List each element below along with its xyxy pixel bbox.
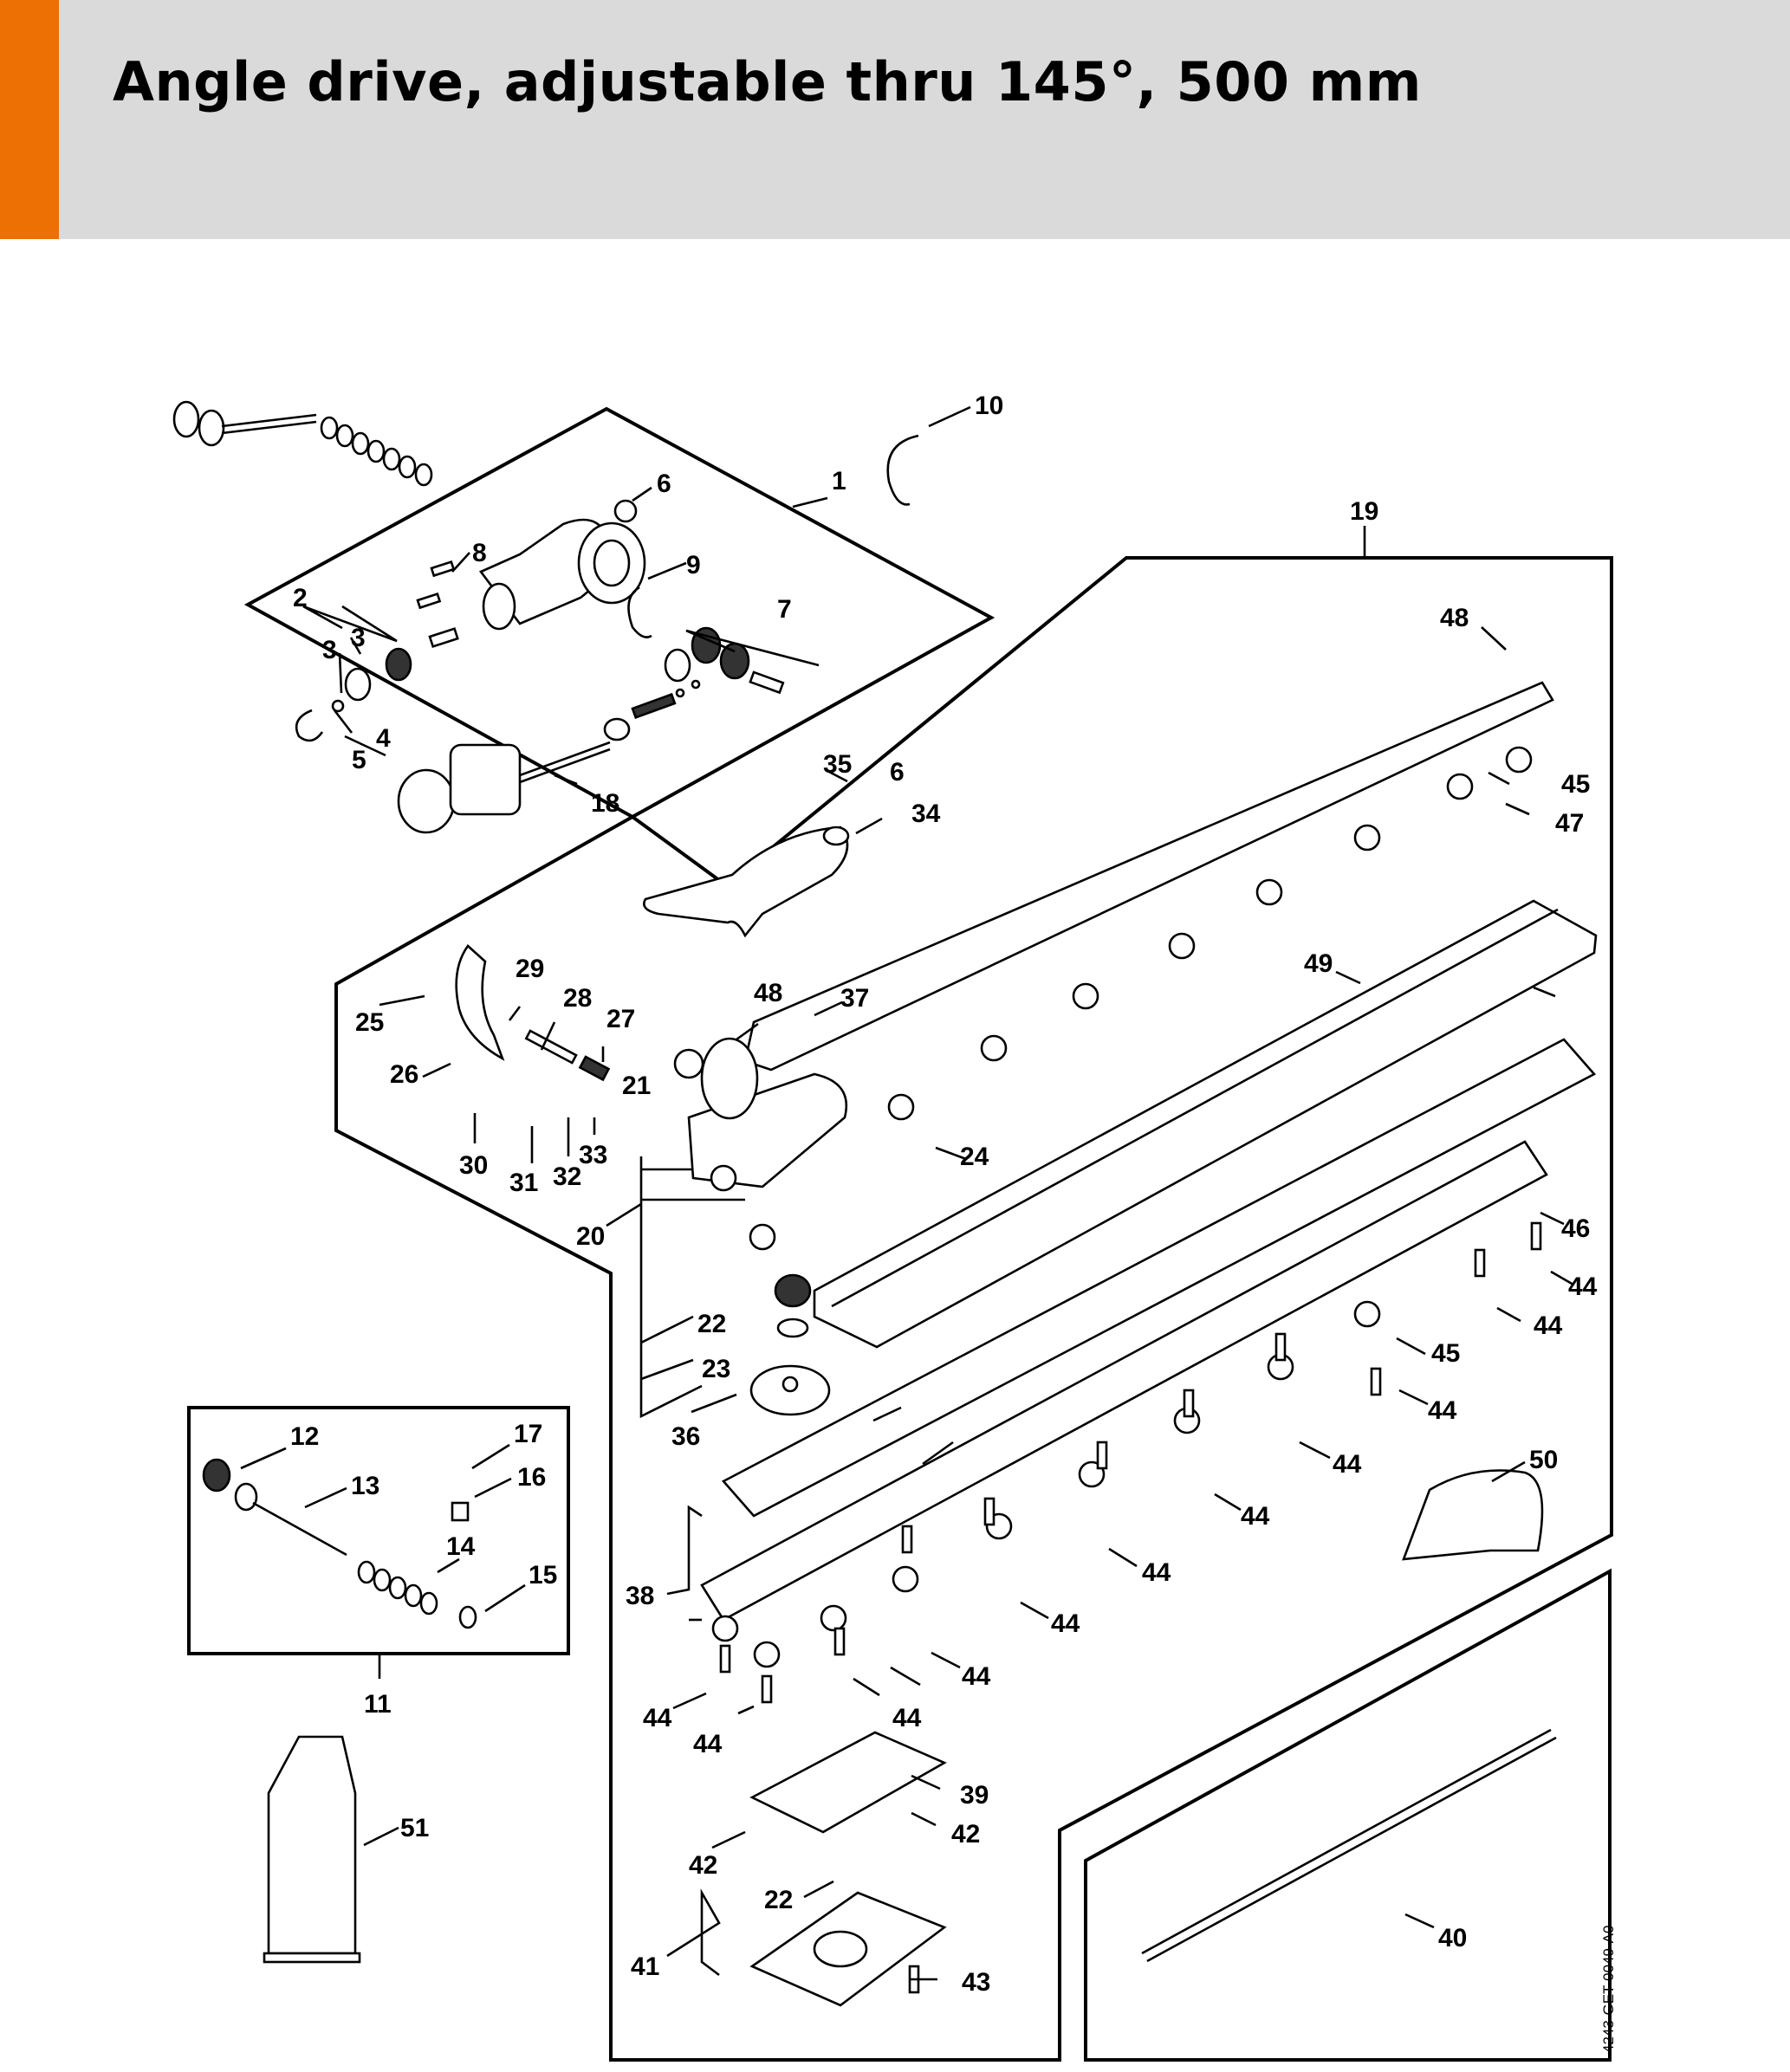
callout-44f: 44 bbox=[1142, 1558, 1171, 1587]
callout-3: 3 bbox=[351, 624, 366, 652]
callout-44i: 44 bbox=[643, 1704, 672, 1732]
drive-shaft-assembly bbox=[172, 400, 433, 487]
callout-47: 47 bbox=[1555, 809, 1584, 838]
callout-44k: 44 bbox=[693, 1730, 723, 1758]
circlip-10 bbox=[886, 434, 919, 506]
callout-22b: 22 bbox=[764, 1886, 793, 1914]
callout-27: 27 bbox=[606, 1005, 635, 1033]
callout-44g: 44 bbox=[1051, 1609, 1080, 1638]
callout-44h: 44 bbox=[962, 1662, 991, 1691]
callout-42a: 42 bbox=[951, 1820, 980, 1849]
callout-39: 39 bbox=[960, 1781, 989, 1810]
callout-12: 12 bbox=[290, 1422, 319, 1451]
callout-17: 17 bbox=[514, 1420, 542, 1448]
callout-20: 20 bbox=[576, 1222, 605, 1251]
callout-3b: 3 bbox=[322, 636, 337, 664]
callout-35: 35 bbox=[823, 750, 852, 779]
callout-45: 45 bbox=[1561, 770, 1590, 799]
callout-50: 50 bbox=[1529, 1446, 1558, 1474]
callout-6b: 6 bbox=[890, 758, 905, 787]
callout-48: 48 bbox=[1440, 604, 1469, 632]
callout-1: 1 bbox=[832, 467, 846, 495]
callout-44d: 44 bbox=[1333, 1450, 1362, 1479]
callout-43: 43 bbox=[962, 1968, 990, 1997]
callout-14: 14 bbox=[446, 1532, 476, 1561]
callout-22: 22 bbox=[697, 1310, 726, 1338]
callout-9: 9 bbox=[686, 551, 701, 580]
document-id: 4243-GET-0049-A0 bbox=[1600, 1926, 1617, 2053]
callout-21: 21 bbox=[622, 1072, 651, 1100]
callout-6: 6 bbox=[657, 469, 671, 498]
callout-25: 25 bbox=[355, 1008, 384, 1037]
callout-30: 30 bbox=[459, 1151, 488, 1180]
gear-head-parts bbox=[295, 499, 785, 834]
callout-40: 40 bbox=[1438, 1924, 1467, 1952]
callout-44a: 44 bbox=[1568, 1272, 1598, 1301]
leader-lines bbox=[240, 405, 1574, 1981]
callout-38: 38 bbox=[626, 1582, 654, 1610]
page-title: Angle drive, adjustable thru 145°, 500 m… bbox=[113, 50, 1422, 113]
callout-37: 37 bbox=[840, 984, 869, 1013]
callout-16: 16 bbox=[517, 1463, 546, 1492]
callout-45b: 45 bbox=[1431, 1339, 1460, 1368]
callout-44e: 44 bbox=[1241, 1502, 1270, 1531]
callout-18: 18 bbox=[591, 789, 619, 818]
callout-48b: 48 bbox=[754, 979, 782, 1007]
callout-23: 23 bbox=[702, 1355, 730, 1383]
accent-stripe bbox=[0, 0, 59, 239]
callout-29: 29 bbox=[516, 955, 544, 983]
callout-labels: 1 10 6 8 9 7 2 3 3 4 5 18 19 48 35 6 34 … bbox=[290, 392, 1617, 2053]
callout-44j: 44 bbox=[892, 1704, 922, 1732]
callout-26: 26 bbox=[390, 1060, 418, 1089]
callout-24: 24 bbox=[960, 1143, 989, 1171]
callout-33: 33 bbox=[579, 1141, 607, 1169]
callout-15: 15 bbox=[529, 1561, 557, 1590]
callout-2: 2 bbox=[293, 584, 308, 612]
callout-32: 32 bbox=[553, 1162, 581, 1191]
callout-41: 41 bbox=[631, 1952, 659, 1981]
callout-31: 31 bbox=[509, 1169, 538, 1197]
callout-49: 49 bbox=[1304, 949, 1333, 978]
header-bar bbox=[0, 0, 1790, 239]
callout-51: 51 bbox=[400, 1814, 429, 1842]
group-19-frame bbox=[334, 556, 1613, 2062]
callout-42b: 42 bbox=[689, 1851, 717, 1880]
callout-19: 19 bbox=[1350, 497, 1378, 526]
callout-36: 36 bbox=[671, 1422, 700, 1451]
callout-44b: 44 bbox=[1534, 1311, 1563, 1340]
callout-28: 28 bbox=[563, 984, 592, 1013]
callout-34: 34 bbox=[911, 800, 941, 828]
callout-44c: 44 bbox=[1428, 1396, 1457, 1425]
group-40-frame bbox=[1084, 1568, 1612, 2062]
callout-11: 11 bbox=[364, 1690, 392, 1719]
callout-46: 46 bbox=[1561, 1214, 1590, 1243]
callout-7: 7 bbox=[777, 595, 792, 624]
callout-8: 8 bbox=[472, 539, 487, 567]
fasteners bbox=[710, 746, 1542, 1994]
hedge-blade-assembly bbox=[202, 681, 1598, 2007]
callout-13: 13 bbox=[351, 1472, 379, 1500]
group-11-frame bbox=[187, 1406, 570, 1655]
callout-10: 10 bbox=[975, 392, 1003, 420]
callout-5: 5 bbox=[352, 746, 366, 774]
callout-4: 4 bbox=[376, 724, 391, 753]
